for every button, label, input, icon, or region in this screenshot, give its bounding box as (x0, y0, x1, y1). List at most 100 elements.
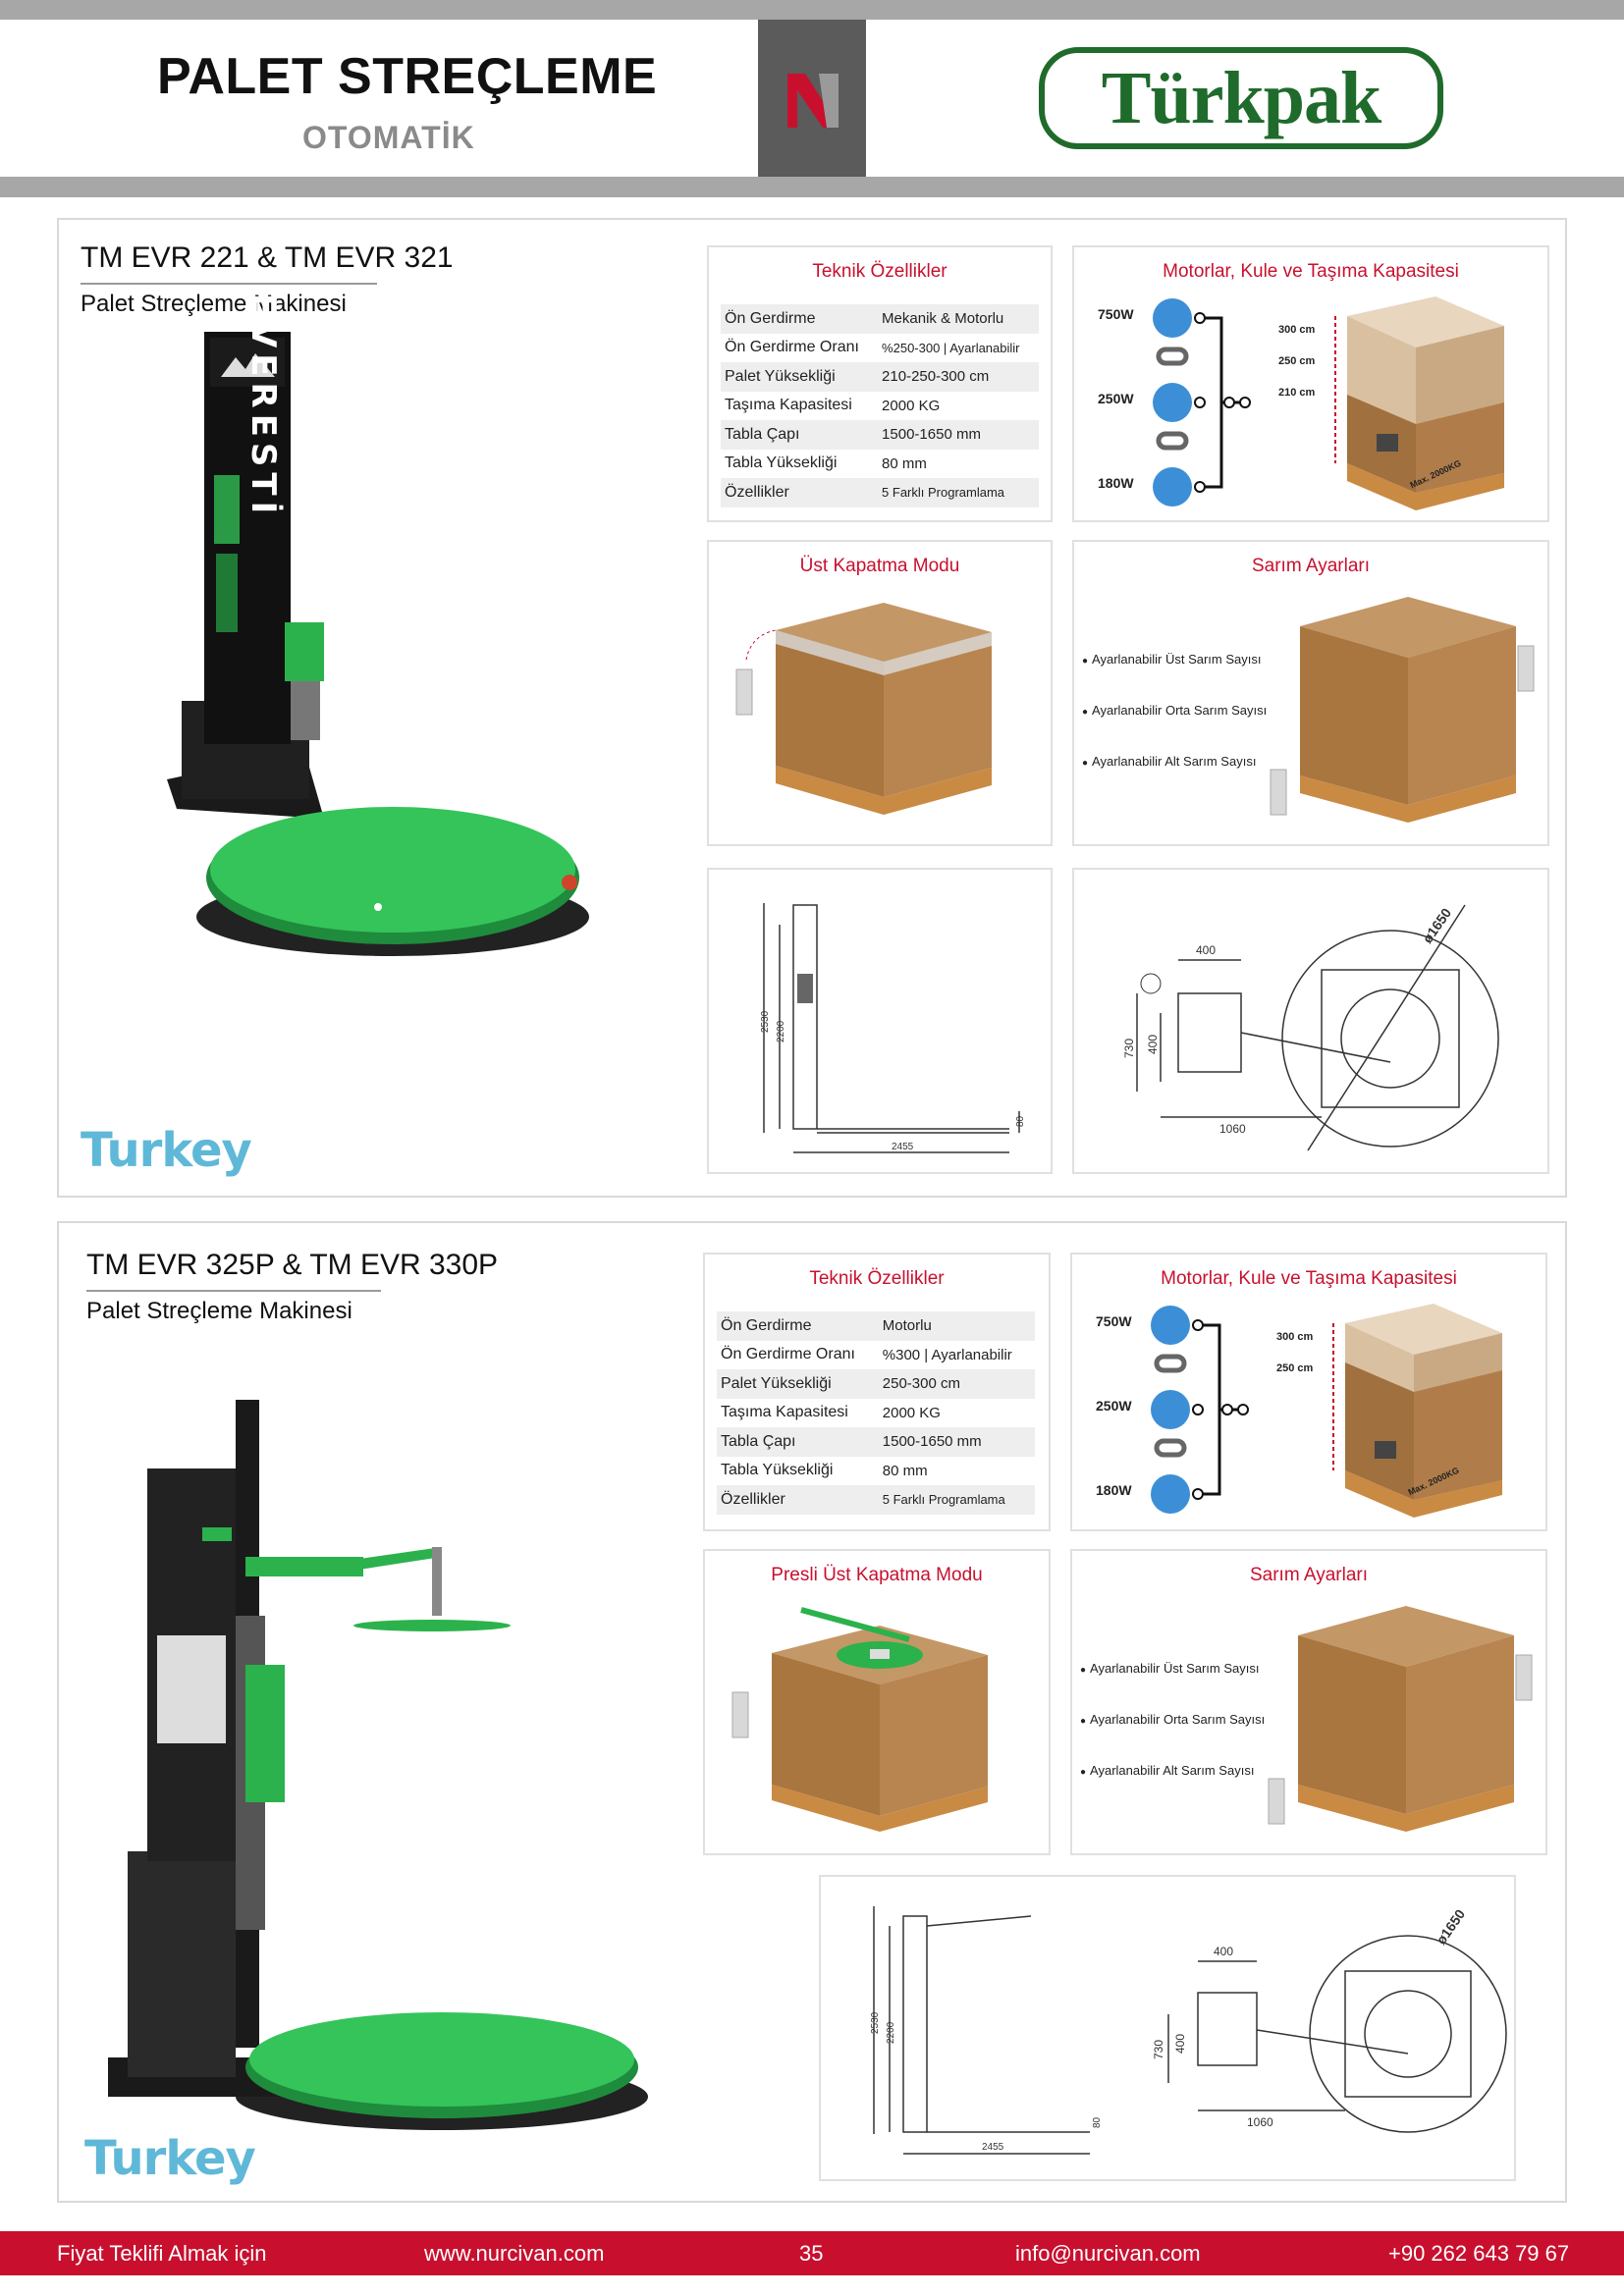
footer: Fiyat Teklifi Almak için www.nurcivan.co… (0, 2231, 1624, 2275)
top-wrap-image (735, 603, 992, 815)
spec-label: Taşıma Kapasitesi (721, 1404, 848, 1421)
top-mode-title: Üst Kapatma Modu (799, 556, 960, 576)
winding-item: Ayarlanabilir Orta Sarım Sayısı (1080, 1712, 1265, 1727)
motor-label: 250W (1096, 1398, 1132, 1414)
spec-value: 250-300 cm (878, 1369, 1035, 1399)
motors-panel: Motorlar, Kule ve Taşıma Kapasitesi 750W… (1072, 245, 1549, 522)
dim-inner: 2200 (886, 2021, 896, 2044)
spec-value: Motorlu (878, 1311, 1035, 1341)
page-title: PALET STREÇLEME (157, 48, 658, 105)
spec-value: 210-250-300 cm (878, 362, 1039, 392)
top-mode-title: Presli Üst Kapatma Modu (771, 1565, 983, 1585)
dim-length: 1060 (1219, 1122, 1246, 1136)
page-subtitle: OTOMATİK (302, 120, 475, 155)
table-row: Ön Gerdirme Oranı %300 | Ayarlanabilir (717, 1341, 1035, 1370)
footer-phone-link[interactable]: +90 262 643 79 67 (1388, 2241, 1570, 2266)
spec-value: 80 mm (882, 1462, 928, 1479)
press-top-wrap-image (731, 1607, 988, 1832)
motor-label: 250W (1098, 391, 1134, 406)
footer-website-link[interactable]: www.nurcivan.com (424, 2241, 605, 2266)
spec-label: Tabla Çapı (717, 1427, 879, 1457)
dim-tower-width: 400 (1214, 1945, 1233, 1958)
motors-title: Motorlar, Kule ve Taşıma Kapasitesi (1163, 261, 1459, 282)
spec-value: Mekanik & Motorlu (878, 304, 1039, 334)
winding-image (1270, 597, 1535, 823)
top-dimension-panel: 400 400 730 1060 ø1650 (1072, 868, 1549, 1174)
spec-value: %250-300 | Ayarlanabilir (882, 340, 1020, 355)
top-mode-panel: Presli Üst Kapatma Modu (703, 1549, 1051, 1855)
dim-height: 2530 (870, 2011, 881, 2034)
spec-label: Ön Gerdirme Oranı (721, 1346, 855, 1363)
table-row: Ön Gerdirme Oranı %250-300 | Ayarlanabili… (721, 334, 1039, 363)
motor-label: 750W (1096, 1313, 1132, 1329)
dim-depth: 730 (1122, 1039, 1136, 1058)
dim-base: 80 (1092, 2116, 1103, 2128)
spec-label: Taşıma Kapasitesi (725, 397, 852, 414)
spec-value: 2000 KG (882, 397, 941, 414)
side-view-drawing: 2530 2200 2455 80 (760, 903, 1026, 1153)
motor-label: 180W (1096, 1482, 1132, 1498)
height-label: 210 cm (1278, 387, 1316, 399)
spec-label: Palet Yüksekliği (717, 1369, 879, 1399)
dim-inner: 2200 (776, 1020, 786, 1042)
spec-label: Palet Yüksekliği (721, 362, 879, 392)
top-view-drawing: 400 400 730 1060 ø1650 (1122, 904, 1499, 1151)
spec-label: Tabla Çapı (721, 420, 879, 450)
model-title: TM EVR 325P & TM EVR 330P (86, 1249, 499, 1281)
model-underline (86, 1290, 381, 1292)
spec-value: %300 | Ayarlanabilir (882, 1346, 1012, 1363)
motor-label: 180W (1098, 475, 1134, 491)
spec-label: Tabla Yüksekliği (725, 454, 838, 472)
height-label: 300 cm (1276, 1331, 1314, 1343)
machine-brand-text: EVERESTİ (244, 294, 284, 520)
model-underline (81, 283, 377, 285)
footer-cta: Fiyat Teklifi Almak için (57, 2241, 267, 2266)
model-subtitle: Palet Streçleme Makinesi (86, 1298, 352, 1324)
top-bar (0, 0, 1624, 20)
spec-label: Ön Gerdirme Oranı (725, 339, 859, 356)
dim-diameter: ø1650 (1433, 1906, 1468, 1948)
table-row: Tabla Yüksekliği 80 mm (721, 450, 1039, 479)
motor-label: 750W (1098, 306, 1134, 322)
winding-title: Sarım Ayarları (1249, 1565, 1369, 1585)
dimension-drawing: 2530 2200 2455 80 400 400 730 1060 ø1650 (870, 1906, 1507, 2155)
everest-label: EVERESTİ (244, 294, 284, 520)
table-row: Taşıma Kapasitesi 2000 KG (717, 1399, 1035, 1428)
motor-chain-diagram (1151, 1306, 1249, 1514)
spec-label: Ön Gerdirme (721, 304, 879, 334)
product-section-1: TM EVR 221 & TM EVR 321 Palet Streçleme … (57, 218, 1567, 1198)
turkpak-logo: Türkpak (1039, 47, 1443, 149)
dim-height: 2530 (760, 1010, 771, 1033)
header-divider (0, 177, 1624, 197)
top-mode-panel: Üst Kapatma Modu (707, 540, 1053, 846)
motors-title: Motorlar, Kule ve Taşıma Kapasitesi (1161, 1268, 1457, 1289)
pallet-box-diagram (1332, 1304, 1502, 1518)
model-subtitle: Palet Streçleme Makinesi (81, 291, 347, 317)
winding-title: Sarım Ayarları (1251, 556, 1371, 576)
footer-email-link[interactable]: info@nurcivan.com (1015, 2241, 1201, 2266)
table-row: Taşıma Kapasitesi 2000 KG (721, 392, 1039, 421)
winding-panel: Sarım Ayarları Ayarlanabilir Üst Sarım S… (1070, 1549, 1547, 1855)
spec-value: 80 mm (882, 454, 927, 472)
winding-item: Ayarlanabilir Üst Sarım Sayısı (1082, 652, 1261, 667)
model-title: TM EVR 221 & TM EVR 321 (81, 241, 454, 274)
specs-title: Teknik Özellikler (809, 1268, 945, 1289)
turkey-badge: Turkey (84, 2131, 256, 2186)
winding-panel: Sarım Ayarları Ayarlanabilir Üst Sarım S… (1072, 540, 1549, 846)
winding-item: Ayarlanabilir Alt Sarım Sayısı (1082, 754, 1256, 769)
machine-image-1: EVERESTİ (167, 294, 589, 956)
motor-chain-diagram (1153, 298, 1251, 507)
spec-value: 2000 KG (882, 1404, 941, 1421)
winding-item: Ayarlanabilir Üst Sarım Sayısı (1080, 1661, 1259, 1676)
pallet-box-diagram (1334, 296, 1504, 510)
